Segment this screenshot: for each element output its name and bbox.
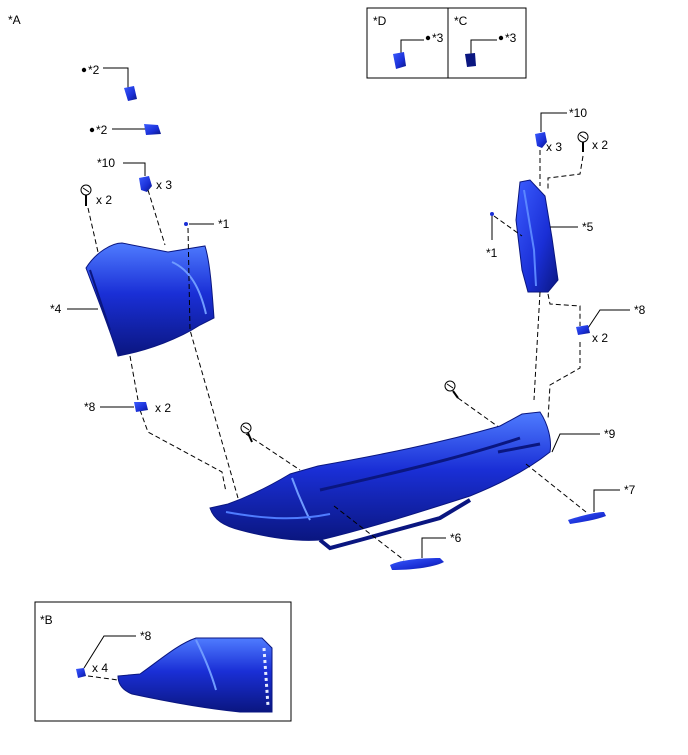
- view-label-a: *A: [8, 13, 21, 27]
- bullet-icon: [81, 67, 87, 73]
- guide-screw-right: [547, 155, 584, 190]
- screw-icon: [444, 380, 459, 399]
- clip-icon: [144, 124, 161, 135]
- clip-icon: [124, 86, 137, 101]
- qty-10-right: x 3: [546, 140, 562, 154]
- retainer-icon: [134, 402, 148, 412]
- qty-screw-right: x 2: [592, 138, 608, 152]
- callout-9: *9: [604, 427, 616, 441]
- screw-icon: [577, 131, 589, 152]
- guide-7: [525, 463, 587, 513]
- inset-b-frame: [34, 601, 292, 722]
- callout-2-top: *2: [88, 63, 100, 77]
- callout-4: *4: [50, 302, 62, 316]
- guide-8-right-top: [547, 293, 581, 326]
- view-label-c: *C: [454, 14, 468, 28]
- leader-3-c: [470, 39, 497, 54]
- callout-8-inset: *8: [140, 629, 152, 643]
- guide-1-left: [187, 227, 239, 499]
- leader-3-d: [400, 39, 424, 54]
- leader-10-left: [123, 162, 146, 176]
- callout-8-right: *8: [634, 303, 646, 317]
- leader-8-right: [587, 309, 630, 329]
- inset-b: *B *8 x 4: [34, 601, 292, 722]
- bullet-icon: [498, 35, 504, 41]
- callout-1-right: *1: [486, 246, 498, 260]
- screw-icon: [240, 422, 253, 443]
- callout-6: *6: [450, 531, 462, 545]
- bullet-icon: [184, 222, 188, 226]
- callout-1-left: *1: [218, 217, 230, 231]
- bullet-icon: [89, 127, 95, 133]
- guide-6: [333, 505, 405, 561]
- guide-1-right: [493, 215, 523, 237]
- callout-3-c: *3: [505, 31, 517, 45]
- screw-icon: [80, 184, 92, 206]
- leader-2-top: [103, 67, 129, 88]
- leader-8-inset: [83, 635, 136, 669]
- retainer-icon: [393, 52, 406, 69]
- guide-screw-center-left: [245, 433, 301, 471]
- leader-10-right: [540, 112, 567, 132]
- callout-3-d: *3: [432, 31, 444, 45]
- guide-8-inset: [87, 675, 119, 681]
- view-label-d: *D: [373, 14, 387, 28]
- guide-8-right-bottom: [547, 342, 581, 421]
- guide-screw-center-right: [457, 397, 501, 429]
- qty-10-left: x 3: [156, 178, 172, 192]
- view-label-b: *B: [40, 613, 53, 627]
- bullet-icon: [490, 212, 494, 216]
- retainer-icon: [465, 53, 476, 67]
- leader-7: [593, 489, 620, 512]
- inset-d-c-frame: [366, 7, 527, 79]
- callout-7: *7: [624, 483, 636, 497]
- bumper-corner-detail: [117, 637, 273, 713]
- right-bumper-extension: [515, 179, 559, 293]
- qty-8-inset: x 4: [92, 661, 108, 675]
- guide-screw-left: [87, 207, 99, 253]
- inset-d-c: *D *C *3 *3: [366, 7, 527, 79]
- callout-2-mid: *2: [96, 123, 108, 137]
- leader-9: [551, 433, 600, 453]
- qty-8-left: x 2: [155, 401, 171, 415]
- reflector-left: [390, 558, 444, 570]
- retainer-icon: [535, 132, 547, 148]
- reflector-right: [568, 512, 606, 524]
- left-bumper-extension: [85, 242, 215, 357]
- guide-10-left: [147, 189, 166, 246]
- rear-bumper-cover: [209, 411, 551, 551]
- retainer-icon: [576, 325, 590, 335]
- guide-5-bottom: [533, 291, 541, 401]
- guide-8-left-bottom: [139, 409, 227, 493]
- retainer-icon: [76, 668, 86, 678]
- callout-10-right: *10: [569, 106, 587, 120]
- guide-8-left-top: [129, 355, 139, 401]
- qty-screw-left: x 2: [96, 193, 112, 207]
- retainer-icon: [139, 176, 152, 192]
- leader-6: [421, 537, 446, 558]
- callout-10-left: *10: [97, 156, 115, 170]
- callout-5: *5: [582, 220, 594, 234]
- callout-8-left: *8: [84, 400, 96, 414]
- bullet-icon: [425, 35, 431, 41]
- qty-8-right: x 2: [592, 331, 608, 345]
